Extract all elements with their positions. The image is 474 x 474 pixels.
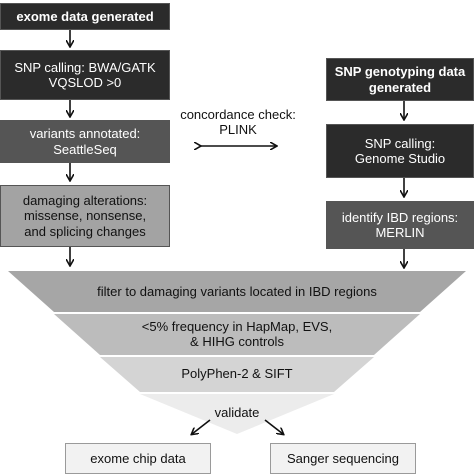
exome-data-generated-box: exome data generated [0, 3, 170, 30]
damaging-alterations-box: damaging alterations: missense, nonsense… [0, 185, 170, 247]
arrow-to-exome-chip [192, 419, 211, 434]
sanger-sequencing-box: Sanger sequencing [270, 443, 416, 474]
funnel-level-3-label: PolyPhen-2 & SIFT [181, 366, 293, 381]
snp-genotyping-data-generated-box: SNP genotyping data generated [326, 58, 474, 101]
funnel-band-4 [140, 394, 334, 434]
identify-ibd-regions-box: identify IBD regions: MERLIN [326, 201, 474, 249]
snp-calling-bwa-gatk-box: SNP calling: BWA/GATK VQSLOD >0 [0, 50, 170, 100]
funnel-band-2 [54, 314, 420, 355]
concordance-check-label: concordance check: PLINK [180, 107, 296, 138]
exome-chip-data-box: exome chip data [65, 443, 211, 474]
funnel-band-1 [8, 271, 466, 312]
funnel-level-1-label: filter to damaging variants located in I… [97, 284, 377, 299]
variants-annotated-box: variants annotated: SeattleSeq [0, 120, 170, 163]
arrow-to-sanger [264, 419, 283, 434]
snp-calling-genome-studio-box: SNP calling: Genome Studio [326, 124, 474, 178]
funnel-level-2-label: <5% frequency in HapMap, EVS, & HIHG con… [141, 319, 333, 350]
funnel-band-3 [100, 357, 374, 392]
funnel-level-4-label: validate [214, 405, 260, 420]
